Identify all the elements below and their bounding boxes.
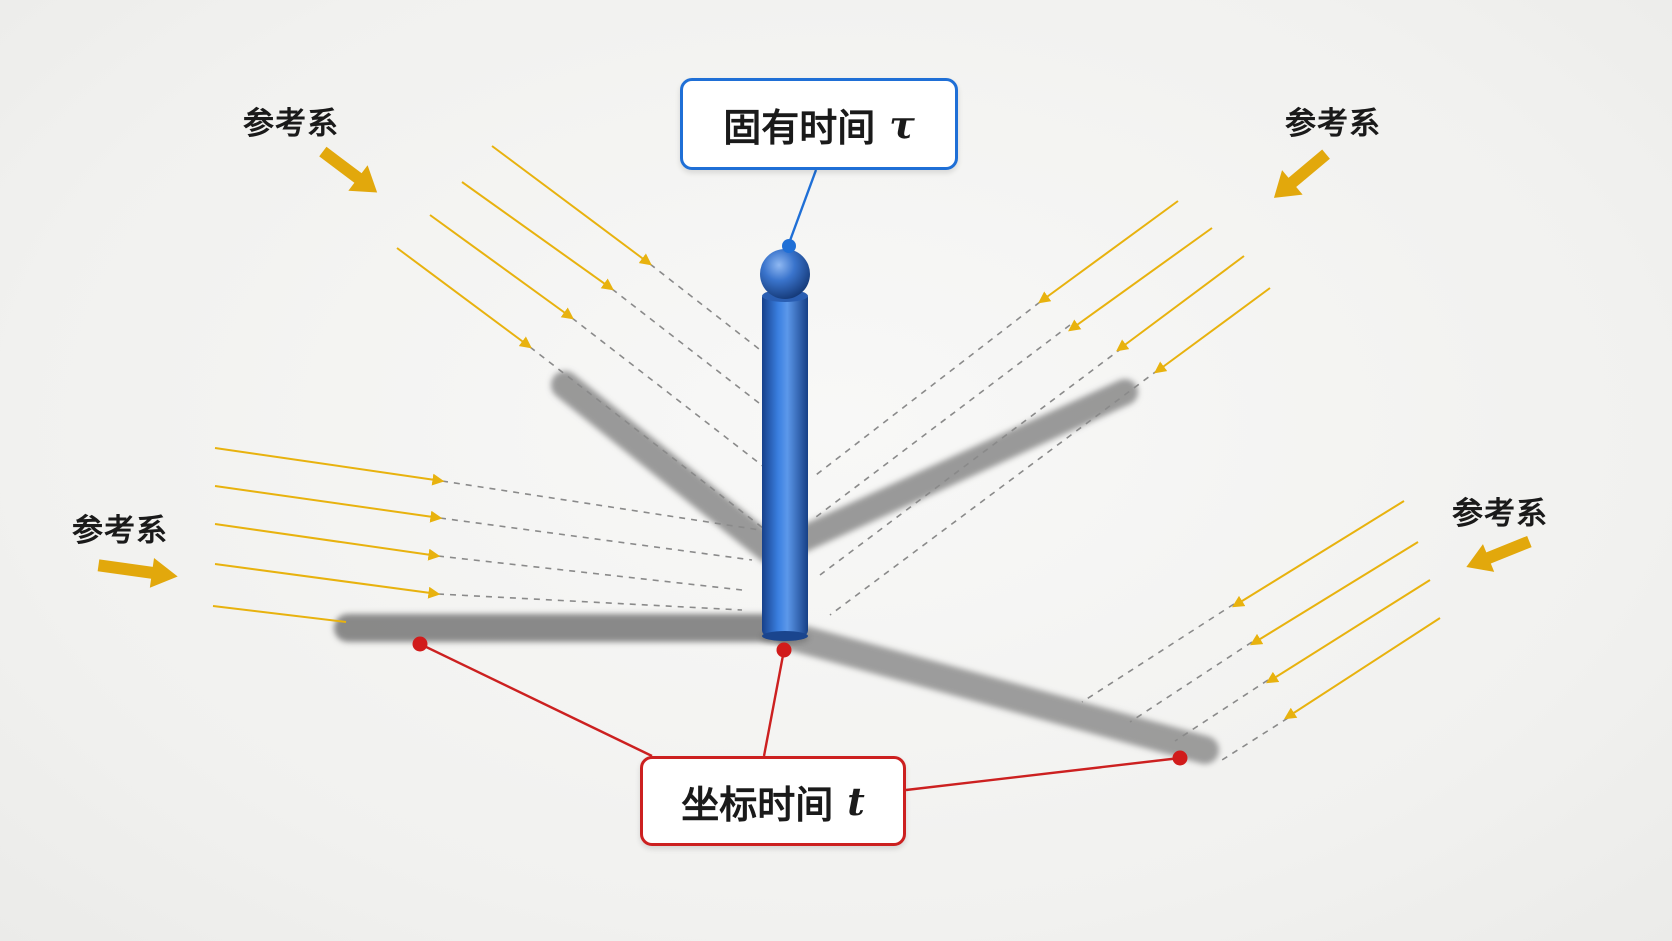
ray-br-4	[1283, 617, 1441, 720]
shadow-right	[776, 622, 1219, 764]
ray-l-4	[214, 563, 441, 599]
coord-dot-right-icon	[1172, 750, 1188, 766]
ray-l-2	[214, 485, 443, 523]
proper-time-symbol: τ	[889, 101, 915, 147]
frame-arrow-top-right-icon	[1273, 149, 1330, 198]
coord-leader-right	[905, 756, 1181, 792]
ray-tl-2	[461, 181, 614, 291]
shadow-upper-left	[551, 371, 784, 564]
proper-time-dot-icon	[782, 239, 796, 253]
ray-tr-2	[1068, 227, 1213, 332]
shadow-upper-right	[777, 379, 1138, 558]
rod-ball	[760, 249, 810, 299]
coordinate-time-text: 坐标时间	[681, 782, 834, 827]
ray-br-2	[1249, 541, 1419, 646]
shadows	[334, 371, 1219, 764]
proper-time-text: 固有时间	[723, 105, 876, 150]
dashed-projection-lines	[437, 263, 1289, 761]
coord-leader-left	[419, 642, 653, 758]
coord-dot-center-icon	[776, 642, 792, 658]
ray-br-1	[1231, 500, 1405, 608]
frame-arrow-right-icon	[1466, 535, 1532, 572]
proper-time-label: 固有时间 τ	[680, 78, 958, 170]
coord-leader-center	[762, 649, 786, 757]
ray-l-3	[214, 523, 441, 561]
light-rays	[212, 145, 1441, 720]
coord-dot-left-icon	[412, 636, 428, 652]
ray-br-3	[1265, 579, 1431, 684]
ray-l-5	[212, 605, 347, 623]
ray-tr-4	[1154, 287, 1271, 374]
frame-arrow-top-left-icon	[319, 146, 378, 193]
ray-tl-1	[491, 145, 652, 266]
event-markers	[412, 239, 1188, 766]
frame-arrows	[97, 146, 1532, 588]
ray-tr-1	[1038, 200, 1179, 304]
rod	[760, 249, 810, 644]
rod-body	[762, 292, 808, 636]
frame-label-right: 参考系	[1452, 496, 1548, 532]
ray-tr-3	[1116, 255, 1245, 352]
ray-tl-3	[429, 214, 574, 320]
ray-tl-4	[396, 247, 532, 349]
frame-label-top-right: 参考系	[1285, 106, 1381, 142]
coordinate-time-label: 坐标时间 t	[640, 756, 906, 846]
proper-time-leader	[786, 169, 818, 247]
frame-arrow-left-icon	[97, 557, 178, 588]
frame-label-top-left: 参考系	[243, 106, 339, 142]
frame-label-left: 参考系	[72, 513, 168, 549]
leader-lines	[419, 169, 1181, 792]
ray-l-1	[214, 447, 445, 486]
coordinate-time-symbol: t	[847, 778, 865, 824]
